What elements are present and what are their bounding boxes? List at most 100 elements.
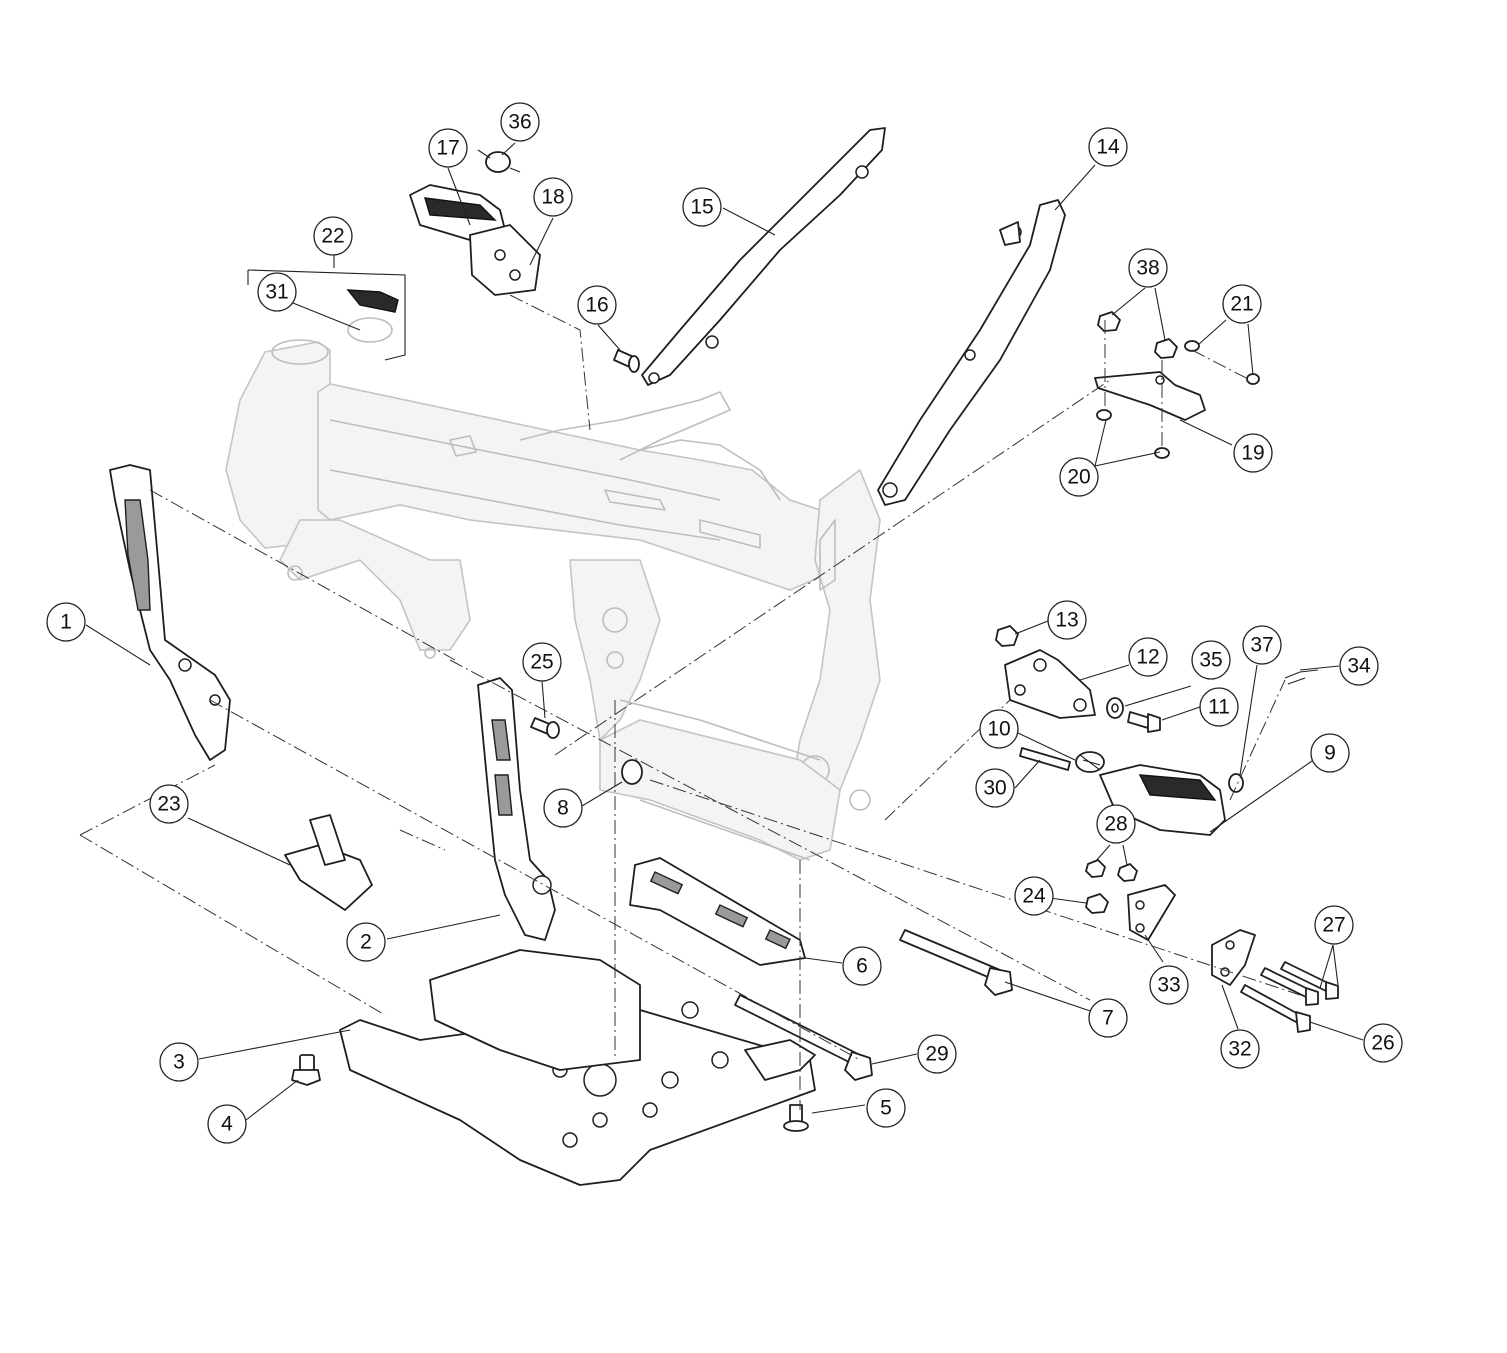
clip-34	[1284, 669, 1319, 685]
callout-10: 10	[979, 709, 1019, 749]
callout-label: 9	[1324, 742, 1336, 765]
washer-35	[1106, 697, 1124, 719]
clip-31	[346, 289, 399, 343]
screw-20a	[1096, 409, 1112, 421]
bolt-27a	[1260, 967, 1319, 1006]
nut-28b	[1117, 863, 1138, 882]
skid-plate-bracket	[429, 857, 806, 1071]
callout-12: 12	[1128, 637, 1168, 677]
nut-28a	[1085, 859, 1106, 878]
callout-label: 7	[1102, 1007, 1114, 1030]
callout-5: 5	[866, 1088, 906, 1128]
callout-label: 12	[1136, 646, 1159, 669]
bolt-26	[1240, 984, 1311, 1033]
callout-36: 36	[500, 102, 540, 142]
callout-label: 35	[1199, 649, 1222, 672]
callout-24: 24	[1014, 876, 1054, 916]
callout-20: 20	[1059, 457, 1099, 497]
callout-19: 19	[1233, 433, 1273, 473]
bolt-27b	[1280, 961, 1339, 1000]
callout-label: 4	[221, 1113, 233, 1136]
left-subframe-rail	[641, 127, 886, 386]
callout-label: 30	[983, 777, 1006, 800]
callout-label: 20	[1067, 466, 1090, 489]
callout-31: 31	[257, 272, 297, 312]
callout-label: 13	[1055, 609, 1078, 632]
spring-36	[477, 149, 521, 173]
right-subframe-rail	[877, 199, 1066, 506]
callout-label: 33	[1157, 974, 1180, 997]
callout-33: 33	[1149, 965, 1189, 1005]
callout-13: 13	[1047, 600, 1087, 640]
right-frame-guard	[477, 677, 556, 941]
callout-label: 25	[530, 651, 553, 674]
screw-21b	[1246, 373, 1260, 385]
callout-22: 22	[313, 216, 353, 256]
callout-label: 26	[1371, 1032, 1394, 1055]
callout-label: 16	[585, 294, 608, 317]
callout-21: 21	[1222, 284, 1262, 324]
callout-label: 11	[1208, 696, 1230, 719]
callout-17: 17	[428, 128, 468, 168]
callout-38: 38	[1128, 248, 1168, 288]
callout-26: 26	[1363, 1023, 1403, 1063]
callout-23: 23	[149, 784, 189, 824]
callout-label: 28	[1104, 813, 1127, 836]
footpeg-pin-spring	[1019, 747, 1105, 773]
long-bolt-7	[899, 929, 1013, 996]
callout-15: 15	[682, 187, 722, 227]
main-frame-ghost	[225, 339, 881, 861]
callout-3: 3	[159, 1042, 199, 1082]
callout-label: 3	[173, 1051, 185, 1074]
callout-label: 2	[360, 931, 372, 954]
callout-label: 34	[1347, 655, 1371, 678]
callout-label: 24	[1022, 885, 1046, 908]
left-frame-guard	[109, 464, 231, 761]
callout-label: 18	[541, 186, 564, 209]
nut-38a	[1097, 311, 1121, 332]
callout-label: 19	[1241, 442, 1264, 465]
callout-30: 30	[975, 768, 1015, 808]
callout-8: 8	[543, 788, 583, 828]
callout-27: 27	[1314, 905, 1354, 945]
callout-9: 9	[1310, 733, 1350, 773]
callout-label: 36	[508, 111, 531, 134]
bushing-37	[1228, 773, 1244, 793]
plate-32	[1211, 929, 1256, 986]
callout-25: 25	[522, 642, 562, 682]
callout-16: 16	[577, 285, 617, 325]
bolt-4	[291, 1054, 321, 1086]
callout-1: 1	[46, 602, 86, 642]
cable-guide-23	[284, 814, 373, 911]
callout-label: 21	[1230, 293, 1253, 316]
callout-label: 27	[1322, 914, 1345, 937]
callout-32: 32	[1220, 1029, 1260, 1069]
callout-label: 5	[880, 1097, 892, 1120]
callout-4: 4	[207, 1104, 247, 1144]
callout-28: 28	[1096, 804, 1136, 844]
callout-34: 34	[1339, 646, 1379, 686]
callout-35: 35	[1191, 640, 1231, 680]
callout-label: 32	[1228, 1038, 1251, 1061]
leader-lines	[85, 142, 1364, 1121]
bolt-25	[530, 717, 560, 739]
bolt-5	[783, 1104, 809, 1132]
callout-2: 2	[346, 922, 386, 962]
callout-label: 15	[690, 196, 713, 219]
callout-label: 22	[321, 225, 344, 248]
callout-37: 37	[1242, 625, 1282, 665]
bushing-8	[621, 759, 643, 785]
callout-6: 6	[842, 946, 882, 986]
nut-38b	[1154, 338, 1178, 359]
callout-label: 37	[1250, 634, 1273, 657]
callout-29: 29	[917, 1034, 957, 1074]
callout-7: 7	[1088, 998, 1128, 1038]
plate-33	[1127, 884, 1176, 941]
callout-label: 8	[557, 797, 569, 820]
callout-label: 29	[925, 1043, 948, 1066]
nut-13	[995, 625, 1019, 647]
callout-label: 6	[856, 955, 868, 978]
rear-footpeg	[409, 184, 541, 296]
callout-label: 38	[1136, 257, 1159, 280]
